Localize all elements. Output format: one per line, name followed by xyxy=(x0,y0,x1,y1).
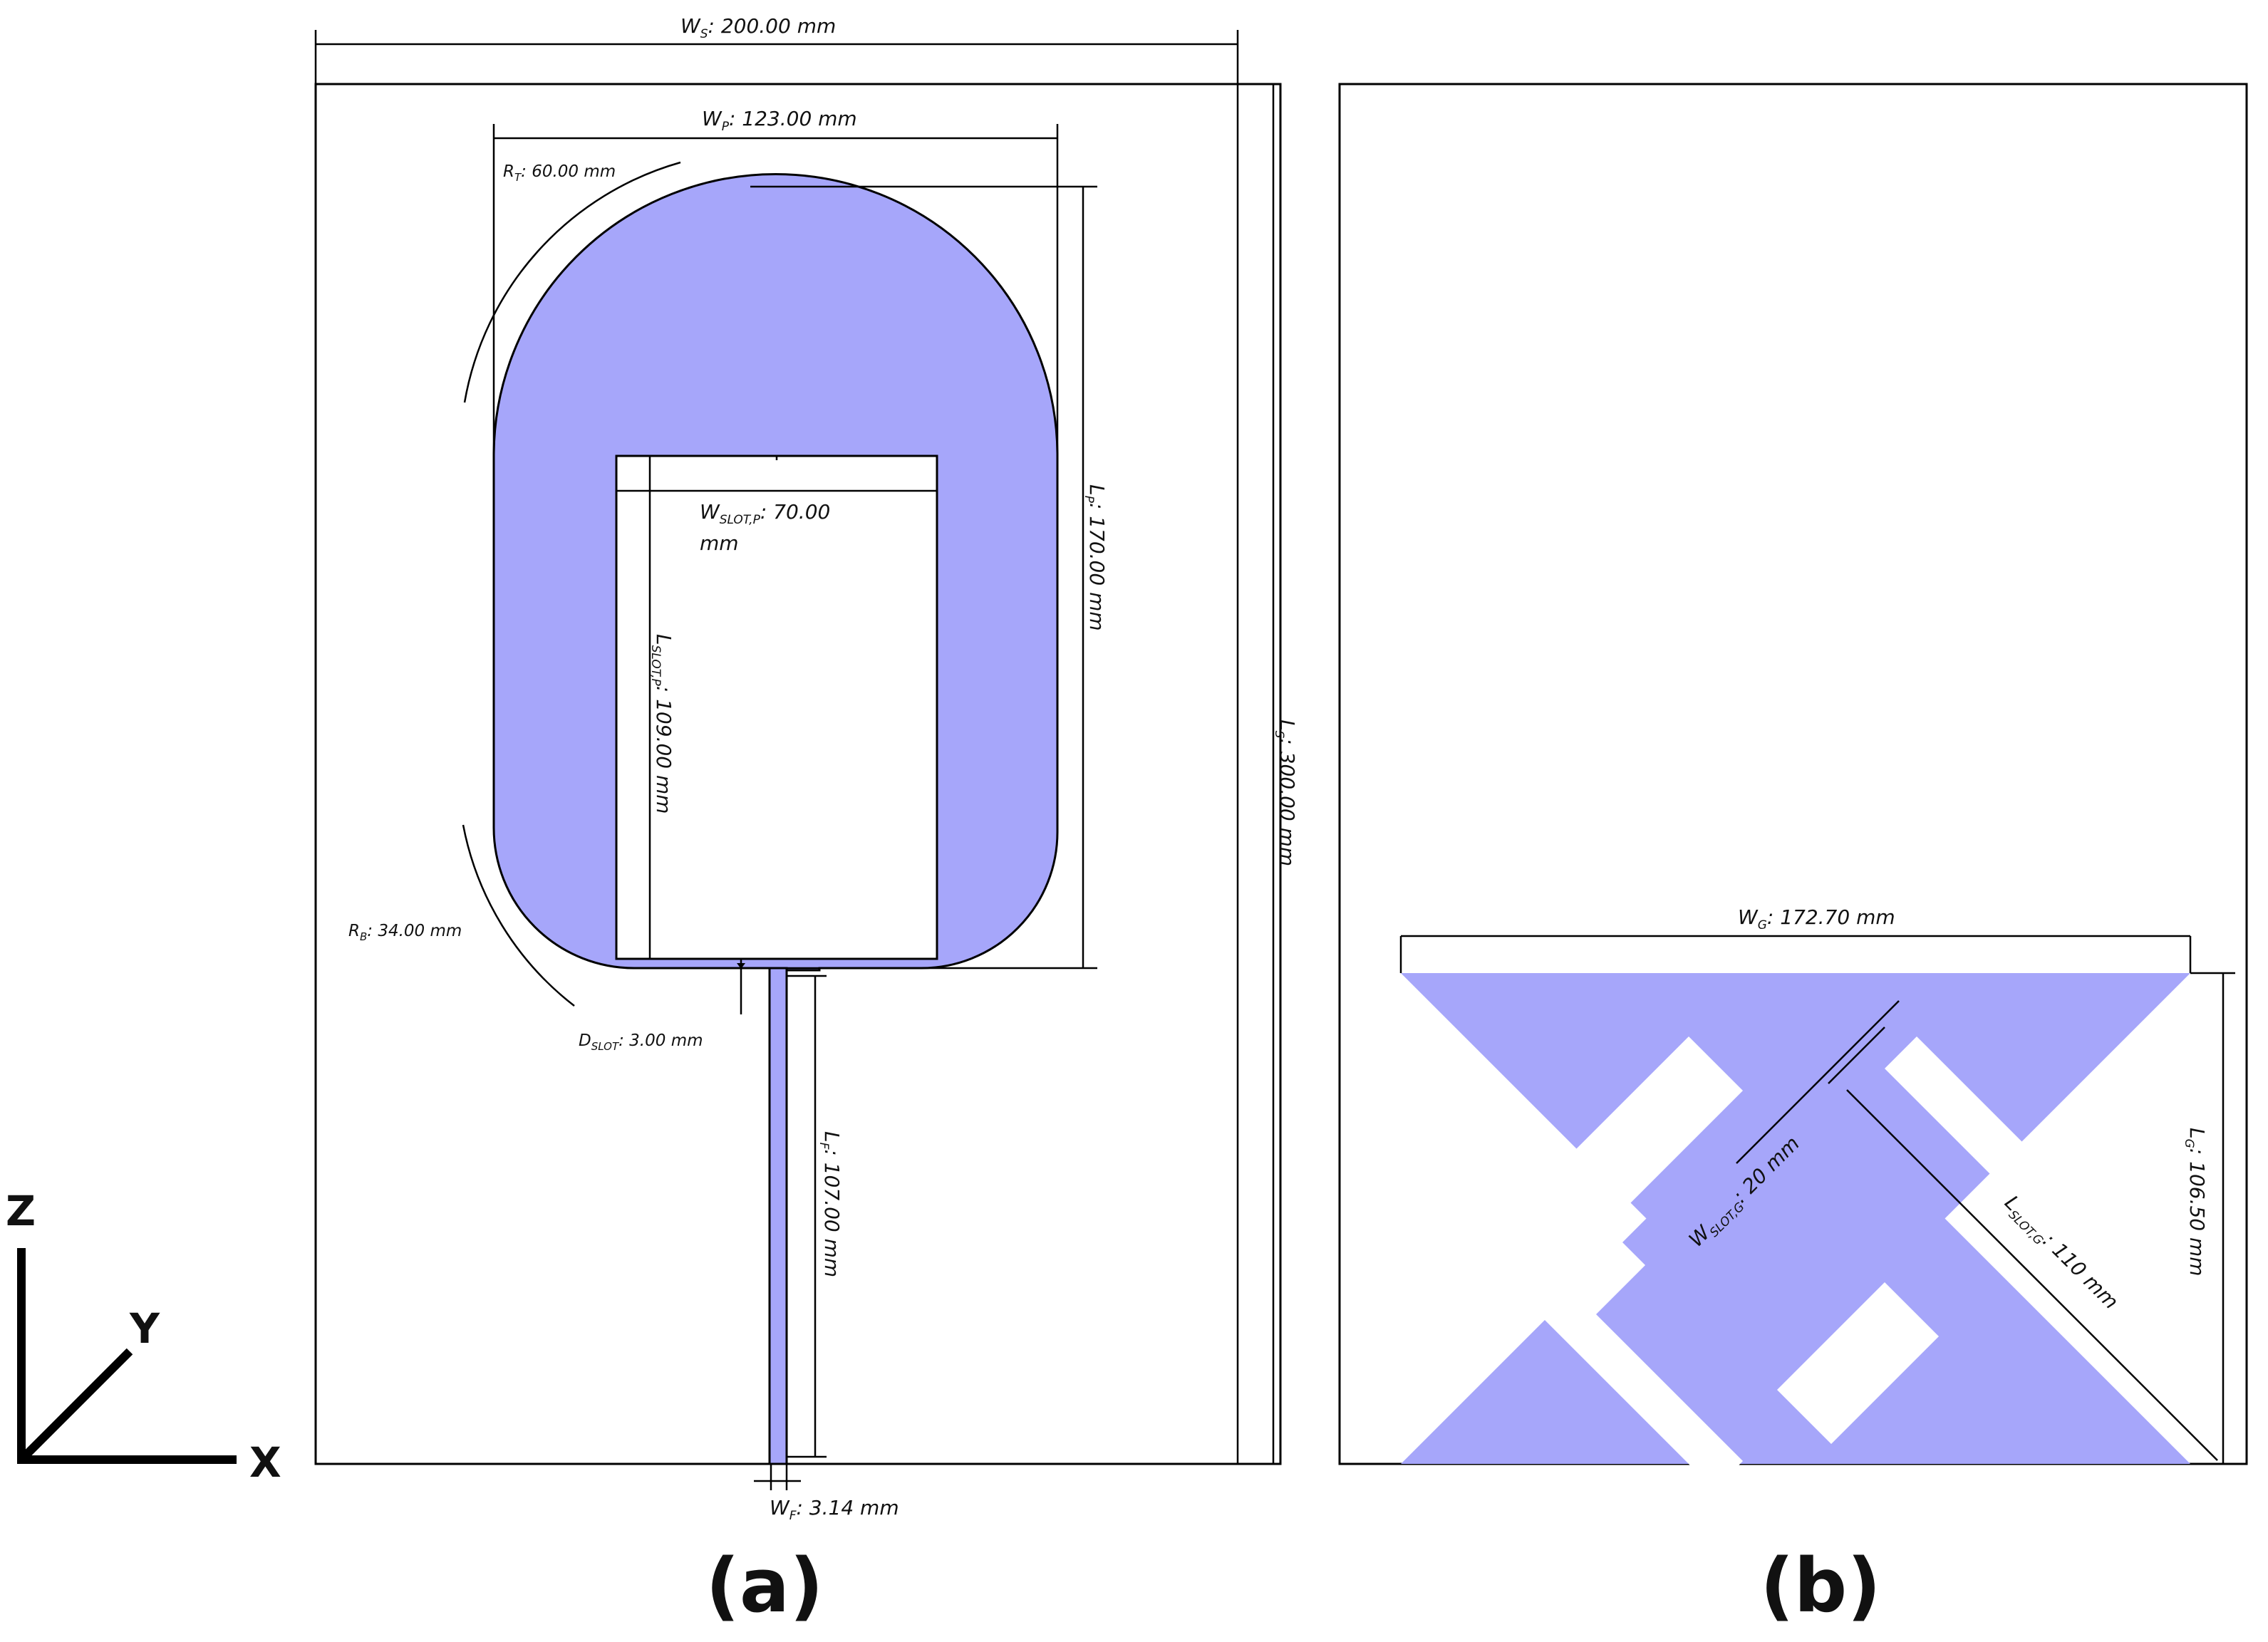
dim-rt: RT: 60.00 mm xyxy=(463,161,681,403)
rt-value: : 60.00 mm xyxy=(521,162,616,181)
lg-value: : 106.50 mm xyxy=(2185,1148,2209,1277)
rb-value: : 34.00 mm xyxy=(367,922,462,940)
lp-symbol: L xyxy=(1085,484,1109,496)
dslot-subscript: SLOT xyxy=(591,1040,620,1053)
y-axis xyxy=(18,1348,133,1463)
feed-line xyxy=(768,967,788,1465)
dim-lf: LF: 107.00 mm xyxy=(787,975,844,1458)
dslot-symbol: D xyxy=(579,1032,591,1050)
lf-subscript: F xyxy=(817,1143,831,1150)
dslot-value: : 3.00 mm xyxy=(618,1032,703,1050)
dim-wp: WP: 123.00 mm xyxy=(492,107,1059,456)
dim-rb: RB: 34.00 mm xyxy=(348,824,575,1007)
wg-symbol: W xyxy=(1738,905,1759,929)
lf-value: : 107.00 mm xyxy=(820,1149,844,1277)
wp-value: : 123.00 mm xyxy=(729,107,857,130)
panel-b-label: (b) xyxy=(1760,1542,1881,1629)
panel-b-back-view: WG: 172.70 mm LG: 106.50 mm WSLOT,G: 20 … xyxy=(1338,83,2248,1629)
lp-subscript: P xyxy=(1082,496,1096,504)
ground-slot-2 xyxy=(1510,1036,1743,1269)
svg-text:WP: 123.00 mm: WP: 123.00 mm xyxy=(702,107,857,134)
svg-text:LP: 170.00 mm: LP: 170.00 mm xyxy=(1082,484,1109,631)
svg-text:WG: 172.70 mm: WG: 172.70 mm xyxy=(1738,905,1895,932)
dim-ls: LS: 300.00 mm xyxy=(1261,83,1299,1464)
x-axis-label: X xyxy=(249,1438,281,1487)
lf-symbol: L xyxy=(820,1131,844,1143)
dim-wf: WF: 3.14 mm xyxy=(754,1464,899,1523)
svg-text:RB: 34.00 mm: RB: 34.00 mm xyxy=(348,922,462,943)
panel-a-label: (a) xyxy=(705,1542,823,1629)
rt-subscript: T xyxy=(514,171,522,184)
svg-text:LS: 300.00 mm: LS: 300.00 mm xyxy=(1272,719,1299,866)
svg-text:WF: 3.14 mm: WF: 3.14 mm xyxy=(770,1496,899,1523)
svg-text:WS: 200.00 mm: WS: 200.00 mm xyxy=(680,14,836,41)
dim-lp: LP: 170.00 mm xyxy=(750,185,1109,970)
dim-lg: LG: 106.50 mm xyxy=(2182,972,2235,1464)
ws-value: : 200.00 mm xyxy=(708,14,836,38)
svg-text:DSLOT: 3.00 mm: DSLOT: 3.00 mm xyxy=(579,1032,703,1053)
wg-subscript: G xyxy=(1758,918,1767,932)
ws-subscript: S xyxy=(700,27,708,41)
ground-slot-3 xyxy=(1536,1282,1743,1490)
ground-slot-1 xyxy=(1885,1036,2215,1367)
svg-text:WSLOT,P: 70.00: WSLOT,P: 70.00 xyxy=(700,500,830,527)
wslotp-subscript: SLOT,P xyxy=(720,513,761,527)
rb-symbol: R xyxy=(348,922,360,940)
svg-text:LSLOT,P: 109.00 mm: LSLOT,P: 109.00 mm xyxy=(648,634,675,814)
svg-text:RT: 60.00 mm: RT: 60.00 mm xyxy=(503,162,616,184)
ground-slot-4 xyxy=(1777,1282,1939,1444)
ls-subscript: S xyxy=(1272,731,1286,739)
y-axis-label: Y xyxy=(129,1304,160,1353)
ls-symbol: L xyxy=(1275,719,1299,731)
wslotp-value-line2: mm xyxy=(700,531,739,555)
wp-subscript: P xyxy=(722,120,730,134)
wg-value: : 172.70 mm xyxy=(1767,905,1895,929)
wf-value: : 3.14 mm xyxy=(796,1496,899,1519)
lg-subscript: G xyxy=(2182,1139,2196,1148)
dim-lslotp: LSLOT,P: 109.00 mm xyxy=(648,456,675,959)
wf-subscript: F xyxy=(789,1509,797,1523)
wp-symbol: W xyxy=(702,107,723,130)
lp-value: : 170.00 mm xyxy=(1085,503,1109,631)
dim-wg: WG: 172.70 mm xyxy=(1399,905,2192,973)
lslotp-symbol: L xyxy=(652,634,675,645)
radiating-patch xyxy=(492,173,1059,972)
dim-wslotp: WSLOT,P: 70.00 mm xyxy=(616,456,937,555)
wslotp-value: : 70.00 xyxy=(760,500,831,524)
ground-slot-5 xyxy=(1519,1211,1645,1337)
ls-value: : 300.00 mm xyxy=(1275,738,1299,866)
svg-text:LF: 107.00 mm: LF: 107.00 mm xyxy=(817,1131,844,1277)
dim-dslot: DSLOT: 3.00 mm xyxy=(579,959,745,1053)
rt-symbol: R xyxy=(503,162,514,181)
wf-symbol: W xyxy=(770,1496,790,1519)
substrate-outline-a xyxy=(314,83,1282,1465)
dim-ws: WS: 200.00 mm xyxy=(314,14,1239,1464)
ws-symbol: W xyxy=(680,14,701,38)
lslotp-value: : 109.00 mm xyxy=(652,686,675,814)
coordinate-axes: Z Y X xyxy=(6,1187,281,1487)
rb-subscript: B xyxy=(360,930,367,943)
wslotp-symbol: W xyxy=(700,500,720,524)
panel-a-front-view: WS: 200.00 mm WP: 123.00 mm RT: 60.00 mm xyxy=(314,14,1299,1629)
ground-plane xyxy=(1401,973,2215,1490)
lg-symbol: L xyxy=(2185,1128,2209,1139)
z-axis-label: Z xyxy=(6,1187,36,1235)
lslotp-subscript: SLOT,P xyxy=(648,645,663,687)
svg-text:LG: 106.50 mm: LG: 106.50 mm xyxy=(2182,1128,2209,1277)
